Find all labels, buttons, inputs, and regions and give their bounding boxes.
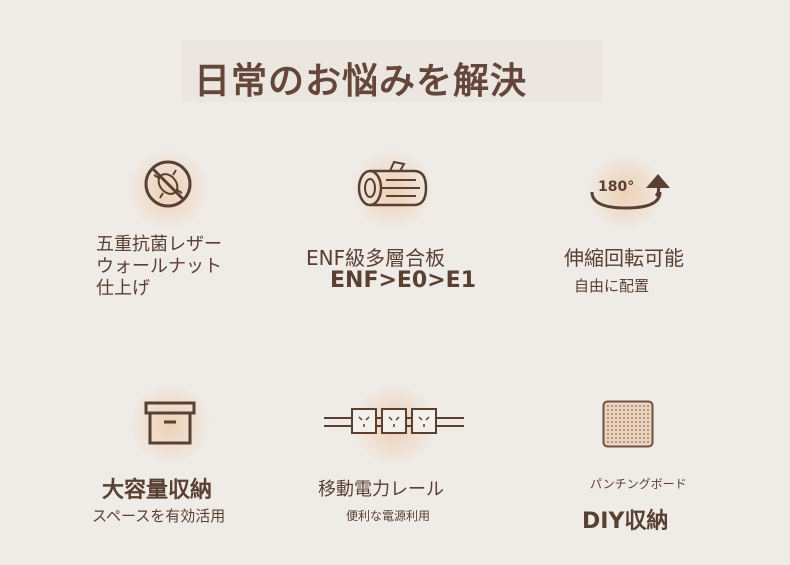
icon-glow <box>130 384 210 464</box>
rotation-badge: 180° <box>598 179 634 195</box>
pegboard-title: DIY収納 <box>582 509 669 534</box>
board-title: ENF級多層合板 <box>306 246 446 270</box>
rotation-title: 伸縮回転可能 <box>564 246 684 270</box>
antibacterial-text: 五重抗菌レザー ウォールナット 仕上げ <box>96 234 222 300</box>
rail-title: 移動電力レール <box>318 479 444 500</box>
rotation-subtitle: 自由に配置 <box>574 277 650 295</box>
power-rail-icon <box>324 408 464 434</box>
rail-subtitle: 便利な電源利用 <box>346 509 431 523</box>
rotate-180-icon: 180° <box>590 174 670 210</box>
storage-title: 大容量収納 <box>102 478 213 503</box>
no-bacteria-icon <box>144 160 192 208</box>
storage-subtitle: スペースを有効活用 <box>92 507 226 525</box>
pegboard-label: パンチングボード <box>590 477 687 491</box>
storage-box-icon <box>144 401 196 445</box>
antibacterial-line-1: 五重抗菌レザー <box>96 234 222 255</box>
page-title: 日常のお悩みを解決 <box>194 61 528 102</box>
antibacterial-line-2: ウォールナット <box>96 256 222 277</box>
antibacterial-line-3: 仕上げ <box>96 278 150 299</box>
pegboard-icon <box>602 400 654 448</box>
title-band <box>182 40 602 102</box>
icon-glow <box>585 156 665 228</box>
board-subtitle: ENF>E0>E1 <box>330 268 477 293</box>
log-icon <box>357 160 428 207</box>
